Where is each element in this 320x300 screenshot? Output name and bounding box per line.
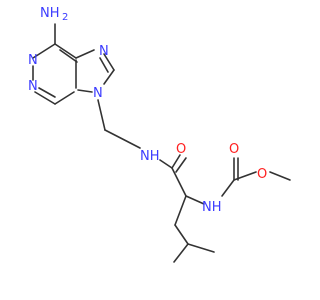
carbamate-nh-label: NH — [202, 200, 222, 215]
bond — [38, 87, 56, 98]
bond — [233, 171, 257, 181]
bond — [99, 57, 109, 73]
atom-labels: NH 2 N N N N NH O NH O O — [28, 6, 267, 215]
ring-nitrogen-1: N — [28, 53, 38, 68]
amine-subscript: 2 — [62, 12, 68, 23]
backbone — [159, 154, 215, 263]
bond — [269, 171, 291, 181]
bond — [97, 99, 106, 131]
carbamate-ester-oxygen: O — [257, 167, 267, 182]
ring-nitrogen-3: N — [28, 79, 38, 94]
bond — [159, 159, 173, 169]
bond — [32, 43, 56, 59]
bond — [34, 91, 56, 105]
ring-nitrogen-7: N — [99, 44, 109, 59]
bond — [174, 195, 187, 226]
bond — [174, 224, 189, 245]
bond — [175, 157, 187, 173]
bond — [59, 49, 78, 63]
bond — [171, 154, 181, 169]
molecule-diagram: NH 2 N N N N NH O NH O O — [28, 6, 291, 263]
bond — [221, 179, 235, 197]
amide-oxygen-label: O — [176, 142, 186, 157]
bond — [54, 43, 77, 59]
bond — [173, 243, 189, 263]
bond — [77, 89, 93, 93]
amide-nh-label: NH — [140, 149, 160, 164]
bond — [103, 69, 115, 85]
bond — [75, 49, 95, 59]
carbamate — [221, 157, 291, 197]
amine-label: NH — [40, 6, 60, 21]
ring-nitrogen-9: N — [93, 86, 103, 101]
bond — [171, 167, 187, 197]
bond — [187, 243, 215, 253]
bond — [185, 195, 205, 205]
bond — [103, 53, 115, 71]
structure-svg: NH 2 N N N N NH O NH O O — [28, 6, 291, 263]
ethyl-linker — [97, 99, 141, 149]
pyrimidine-ring — [32, 23, 78, 105]
carbamate-carbonyl-oxygen: O — [229, 142, 239, 157]
bond — [104, 129, 141, 149]
imidazole-ring — [75, 49, 115, 93]
bond — [54, 91, 75, 105]
